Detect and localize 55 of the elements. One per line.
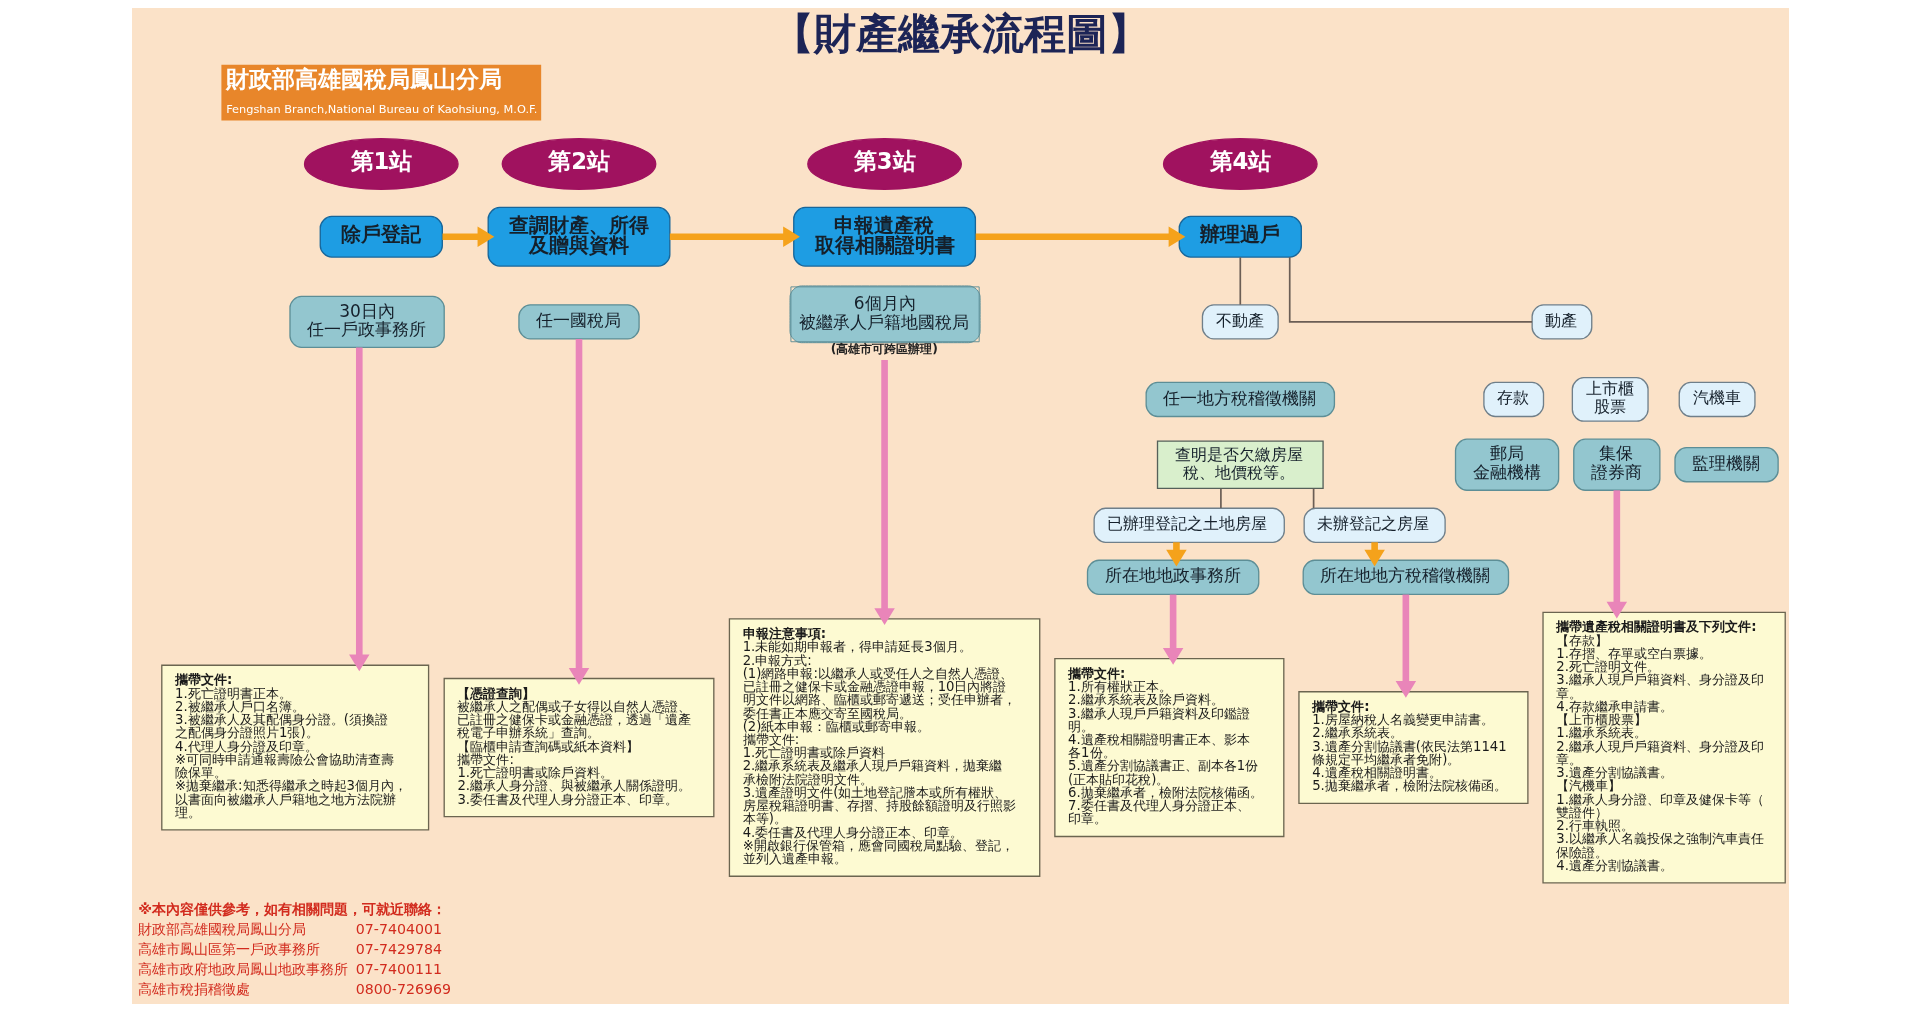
node-box: 攜帶文件: 1.房屋納稅人名義變更申請書。 2.繼承系統表。 3.遺產分割協議書(依民法第1141條規定平均繼承者免附)。 4.遺產稅相關證明書。 5.拋棄繼承者，檢附法院核備函。 (1297, 691, 1529, 805)
node-box: 存款 (1482, 381, 1544, 418)
node-label: (高雄市可跨區辦理) (830, 342, 938, 357)
node-box: 查明是否欠繳房屋稅、地價稅等。 (1156, 440, 1324, 490)
label: 07-7429784 (355, 941, 442, 958)
label: 高雄市政府地政局鳳山地政事務所 (137, 961, 348, 978)
connector (1238, 256, 1241, 306)
label: 財政部高雄國稅局鳳山分局 (225, 66, 502, 93)
label: 0800-726969 (355, 981, 451, 998)
node-box: 任一國稅局 (517, 304, 640, 340)
node-box: 所在地地方稅稽徵機關 (1302, 559, 1509, 595)
node-box: 郵局 金融機構 (1454, 438, 1559, 491)
label: 07-7404001 (355, 921, 442, 938)
label: 財政部高雄國稅局鳳山分局 (137, 921, 306, 938)
label: Fengshan Branch,National Bureau of Kaohsiung, M.O.F. (225, 102, 537, 117)
label: 高雄市稅捐稽徵處 (137, 981, 250, 998)
node-ellipse: 第1站 (303, 138, 459, 190)
node-box: 查調財產、所得及贈與資料 (487, 206, 670, 267)
node-box: 除戶登記 (319, 215, 443, 258)
node-ellipse: 第4站 (1162, 138, 1318, 190)
arrow (568, 339, 589, 685)
node-box: 申報注意事項: 1.未能如期申報者，得申請延長3個月。 2.申報方式: (1)網路申報:以繼承人或受任人之自然人憑證、已註冊之健保卡或金融憑證申報，10日內將證明文件以網路、臨櫃或郵寄遞送；受任申辦者，委任書正本應交寄至國稅局。 (2)紙本申報：臨櫃或郵寄申報。 攜帶文件: 1.死亡證明書或除戶資料 2.繼承系統表及繼承人現戶戶籍資料，拋棄繼承檢附法院證明文件。 3.遺產證明文件(如土地登記謄本或所有權狀、房屋稅籍證明書、存摺、持股餘額證明及行照影本等)。 4.委任書及代理人身分證正本、印章。 ※開啟銀行保管箱，應會同國稅局點驗、登記，並列入遺產申報。 (728, 618, 1040, 877)
node-box: 已辦理登記之土地房屋 (1092, 507, 1285, 543)
arrow (1606, 490, 1627, 619)
arrow (1395, 594, 1416, 698)
node-box: 攜帶文件: 1.所有權狀正本。 2.繼承系統表及除戶資料。 3.繼承人現戶戶籍資料及印鑑證明。 4.遺產稅相關證明書正本、影本各1份。 5.遺產分割協議書正、副本各1份(正本貼印花稅)。 6.拋棄繼承者，檢附法院核備函。 7.委任書及代理人身分證正本、印章。 (1053, 658, 1284, 838)
node-box: 申報遺產稅 取得相關證明書 (792, 206, 976, 267)
node-ellipse: 第3站 (806, 138, 962, 190)
node-box: 【憑證查詢】 被繼承人之配偶或子女得以自然人憑證、已註冊之健保卡或金融憑證，透過「遺產稅電子申辦系統」查詢。 【臨櫃申請查詢碼或紙本資料】 攜帶文件: 1.死亡證明書或除戶資料。 2.繼承人身分證、與被繼承人關係證明。 3.委任書及代理人身分證正本、印章。 (443, 677, 714, 818)
node-box: 動產 (1531, 304, 1592, 340)
node-box: 監理機關 (1673, 447, 1779, 483)
arrow (669, 226, 800, 247)
node-box: 未辦登記之房屋 (1303, 507, 1446, 543)
node-box: 所在地地政事務所 (1086, 559, 1259, 595)
connector (1288, 256, 1533, 323)
node-box: 攜帶文件: 1.死亡證明書正本。 2.被繼承人戶口名簿。 3.被繼承人及其配偶身分證。(須換證之配偶身分證照片1張)。 4.代理人身分證及印章。 ※可同時申請通報壽險公會協助清查壽險保單。 ※拋棄繼承:知悉得繼承之時起3個月內，以書面向被繼承人戶籍地之地方法院辦理。 (160, 664, 429, 831)
label: 高雄市鳳山區第一戶政事務所 (137, 941, 320, 958)
connector (1312, 487, 1314, 509)
arrow (442, 226, 494, 247)
label: 07-7400111 (355, 961, 442, 978)
node-box: 任一地方稅稽徵機關 (1145, 381, 1335, 418)
node-ellipse: 第2站 (501, 138, 656, 190)
label: ※本內容僅供參考，如有相關問題，可就近聯絡： (137, 900, 446, 917)
node-box: 辦理過戶 (1178, 215, 1302, 258)
arrow (1162, 594, 1183, 665)
node-box: 不動產 (1201, 304, 1279, 340)
node-box: 30日內 任一戶政事務所 (288, 295, 445, 349)
node-box: 攜帶遺產稅相關證明書及下列文件: 【存款】 1.存摺、存單或空白票據。 2.死亡證明文件。 3.繼承人現戶戶籍資料、身分證及印章。 4.存款繼承申請書。 【上市櫃股票】 1.繼承系統表。 2.繼承人現戶戶籍資料、身分證及印章。 3.遺產分割協議書。 【汽機車】 1.繼承人身分證、印章及健保卡等（雙證件） 2.行車執照。 3.以繼承人名義投保之強制汽車責任保險證。 4.遺產分割協議書。 (1541, 611, 1786, 884)
connector (1219, 487, 1222, 509)
node-box: 集保 證券商 (1572, 438, 1660, 491)
diagram-title: 【財產繼承流程圖】 (771, 8, 1150, 58)
node-box: 汽機車 (1678, 381, 1756, 418)
arrow (975, 226, 1185, 247)
node-box: 上市櫃股票 (1571, 377, 1649, 422)
arrow (348, 347, 370, 672)
